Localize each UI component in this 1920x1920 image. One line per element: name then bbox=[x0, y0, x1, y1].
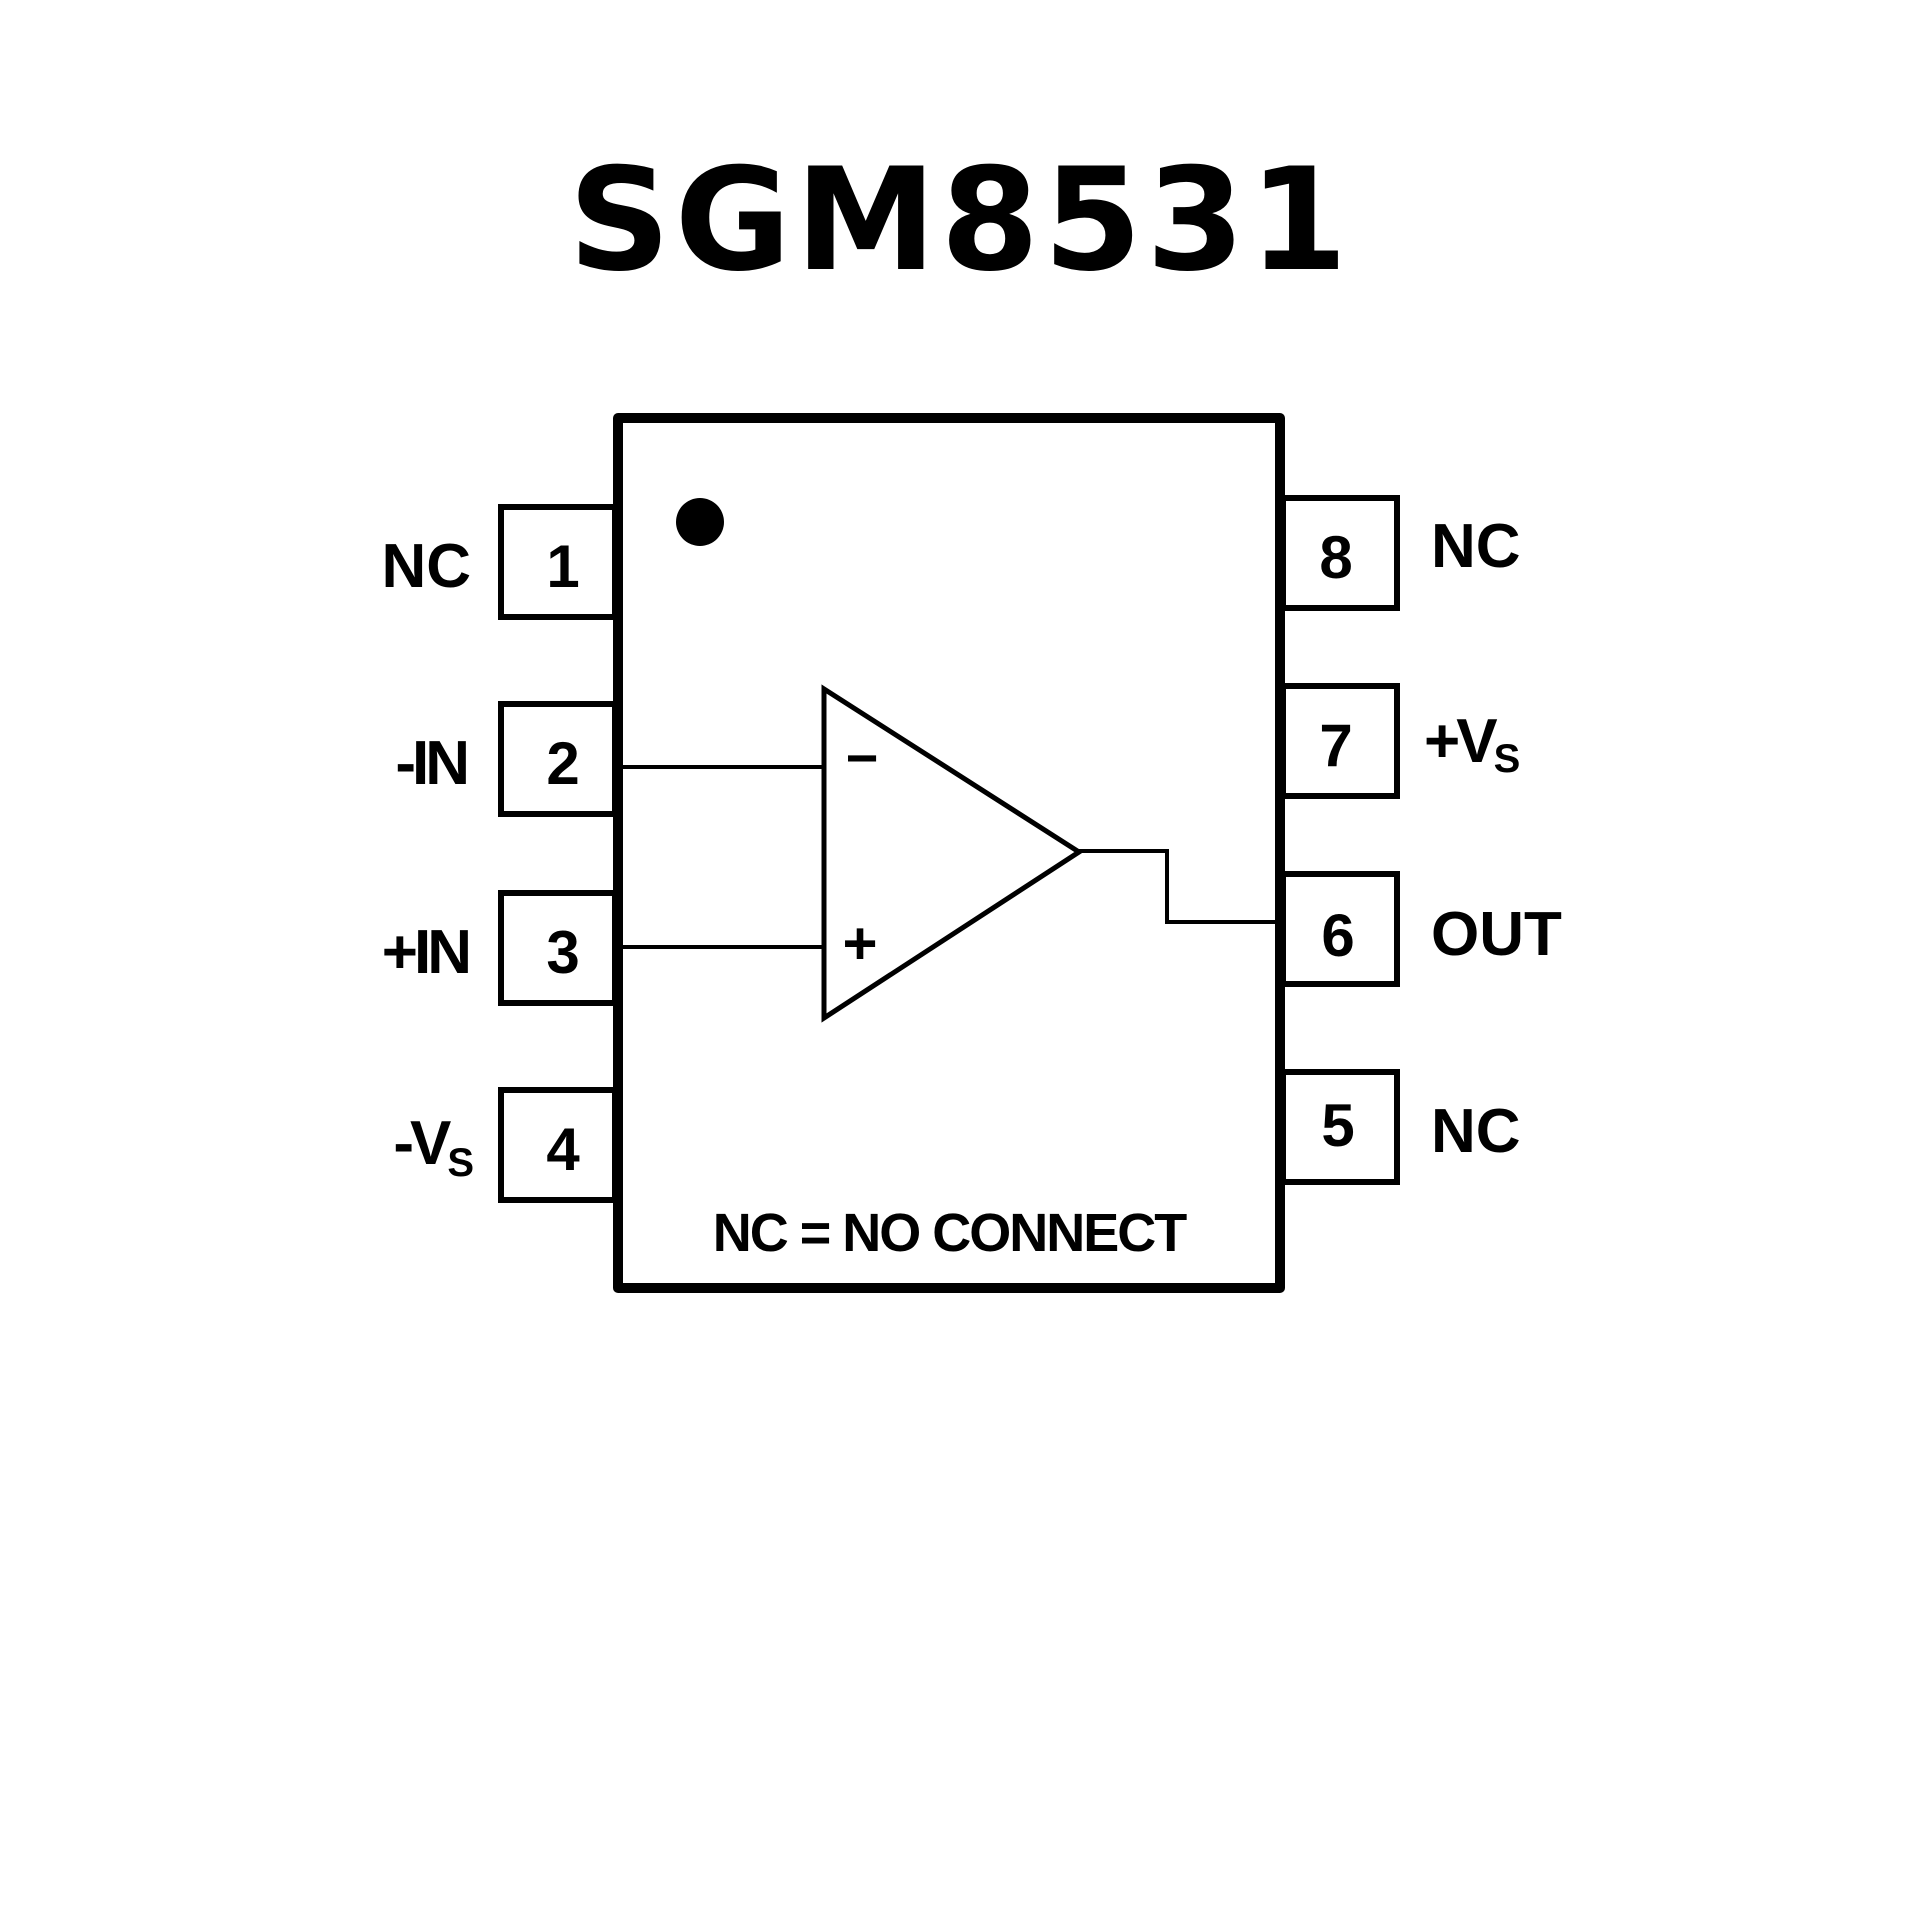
pin-label: +IN bbox=[382, 918, 468, 987]
pin1-marker-dot bbox=[676, 498, 724, 546]
pin-number: 8 bbox=[1319, 524, 1352, 591]
pin-label: OUT bbox=[1431, 900, 1562, 969]
inverting-input-symbol: − bbox=[846, 726, 879, 789]
pin-7: 7 +VS bbox=[1280, 683, 1524, 799]
pin-number: 1 bbox=[546, 533, 579, 600]
pin-8: 8 NC bbox=[1280, 495, 1521, 611]
pin-box bbox=[498, 890, 618, 1006]
pin-label: NC bbox=[1431, 1097, 1521, 1166]
pin-6: 6 OUT bbox=[1280, 871, 1562, 987]
package-body bbox=[613, 413, 1285, 1293]
pin-label: NC bbox=[1431, 512, 1521, 581]
pin-number: 5 bbox=[1321, 1092, 1354, 1159]
pin-2: 2 -IN bbox=[395, 701, 618, 817]
pin-number: 6 bbox=[1321, 902, 1354, 969]
pin-number: 4 bbox=[546, 1116, 580, 1183]
pin-label: NC bbox=[381, 532, 471, 601]
pin-box bbox=[1280, 683, 1400, 799]
pin-label: -VS bbox=[393, 1109, 473, 1185]
pin-box bbox=[498, 1087, 618, 1203]
pin-3: 3 +IN bbox=[382, 890, 618, 1006]
pin-box bbox=[1280, 495, 1400, 611]
chip-title: SGM8531 bbox=[568, 138, 1352, 303]
pin-1: 1 NC bbox=[381, 504, 618, 620]
opamp-triangle bbox=[821, 684, 1084, 1023]
pin-number: 7 bbox=[1319, 712, 1352, 779]
pin-5: 5 NC bbox=[1280, 1069, 1521, 1185]
pin-box bbox=[1280, 871, 1400, 987]
noninverting-input-symbol: + bbox=[842, 910, 877, 977]
pin-number: 2 bbox=[546, 730, 579, 797]
pin-4: 4 -VS bbox=[393, 1087, 618, 1203]
pin-box bbox=[498, 701, 618, 817]
opamp-symbol: − + bbox=[821, 684, 1084, 1023]
pin-box bbox=[1280, 1069, 1400, 1185]
pin-number: 3 bbox=[546, 919, 579, 986]
wire-output bbox=[1079, 849, 1275, 924]
pin-label: -IN bbox=[395, 729, 466, 798]
pin-box bbox=[498, 504, 618, 620]
pin-label: +VS bbox=[1424, 707, 1520, 781]
nc-footnote: NC = NO CONNECT bbox=[713, 1203, 1188, 1263]
